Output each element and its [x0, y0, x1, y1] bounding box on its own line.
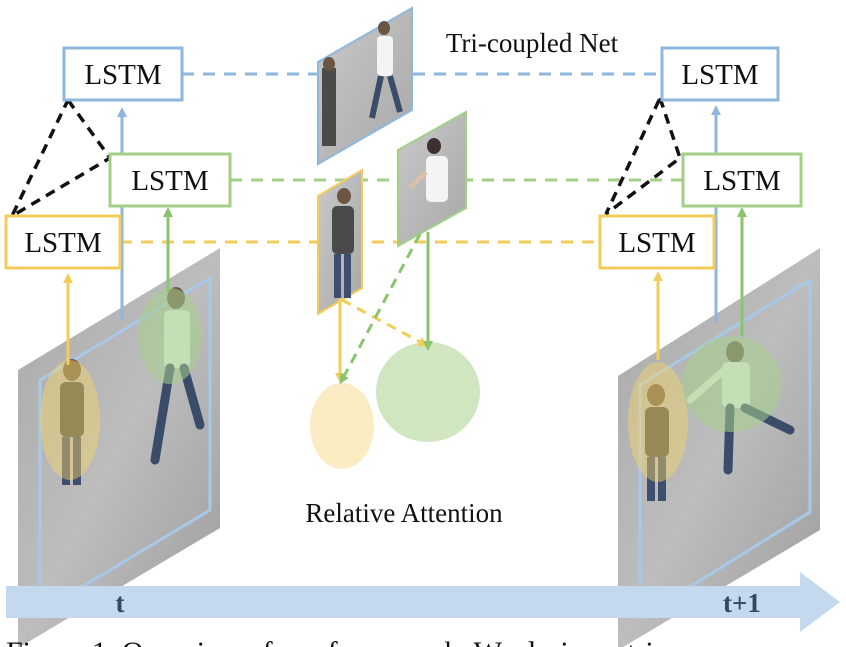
arrow-green-dashed-to-yellow — [339, 233, 422, 385]
lstm-yellow-t1: LSTM — [598, 214, 716, 270]
lstm-label: LSTM — [618, 227, 695, 259]
attention-yellow-region-t1 — [628, 362, 688, 482]
timeline-arrow: t t+1 — [6, 572, 840, 632]
arrow-yellow-dashed-to-green — [341, 298, 429, 347]
lstm-label: LSTM — [703, 165, 780, 197]
lstm-yellow-t: LSTM — [4, 214, 122, 270]
person-thumbnail-yellow — [317, 168, 363, 316]
figure-caption: Figure 1. Overview of our framework. We … — [6, 636, 664, 647]
lstm-label: LSTM — [24, 227, 101, 259]
lstm-blue-t: LSTM — [62, 46, 184, 102]
scene-frame-t1 — [618, 248, 820, 647]
pair-thumbnail — [317, 6, 413, 166]
relative-attention-label: Relative Attention — [305, 498, 503, 528]
lstm-label: LSTM — [84, 59, 161, 91]
attention-green-region-t — [138, 288, 202, 384]
attention-yellow-circle — [310, 383, 374, 469]
coupling-triangle-left — [7, 96, 113, 221]
lstm-label: LSTM — [131, 165, 208, 197]
attention-yellow-region-t — [40, 360, 100, 480]
diagram-title: Tri-coupled Net — [446, 28, 619, 58]
coupling-triangle-right — [604, 93, 683, 216]
lstm-label: LSTM — [681, 59, 758, 91]
timeline-start-label: t — [116, 588, 125, 618]
lstm-green-t: LSTM — [108, 152, 232, 208]
person-left-figure-t1 — [645, 384, 669, 501]
lstm-blue-t1: LSTM — [660, 46, 780, 102]
timeline-end-label: t+1 — [723, 588, 761, 618]
attention-green-circle — [376, 342, 480, 442]
person-thumbnail-green — [397, 110, 467, 248]
lstm-green-t1: LSTM — [681, 152, 803, 208]
attention-green-region-t1 — [682, 336, 782, 432]
